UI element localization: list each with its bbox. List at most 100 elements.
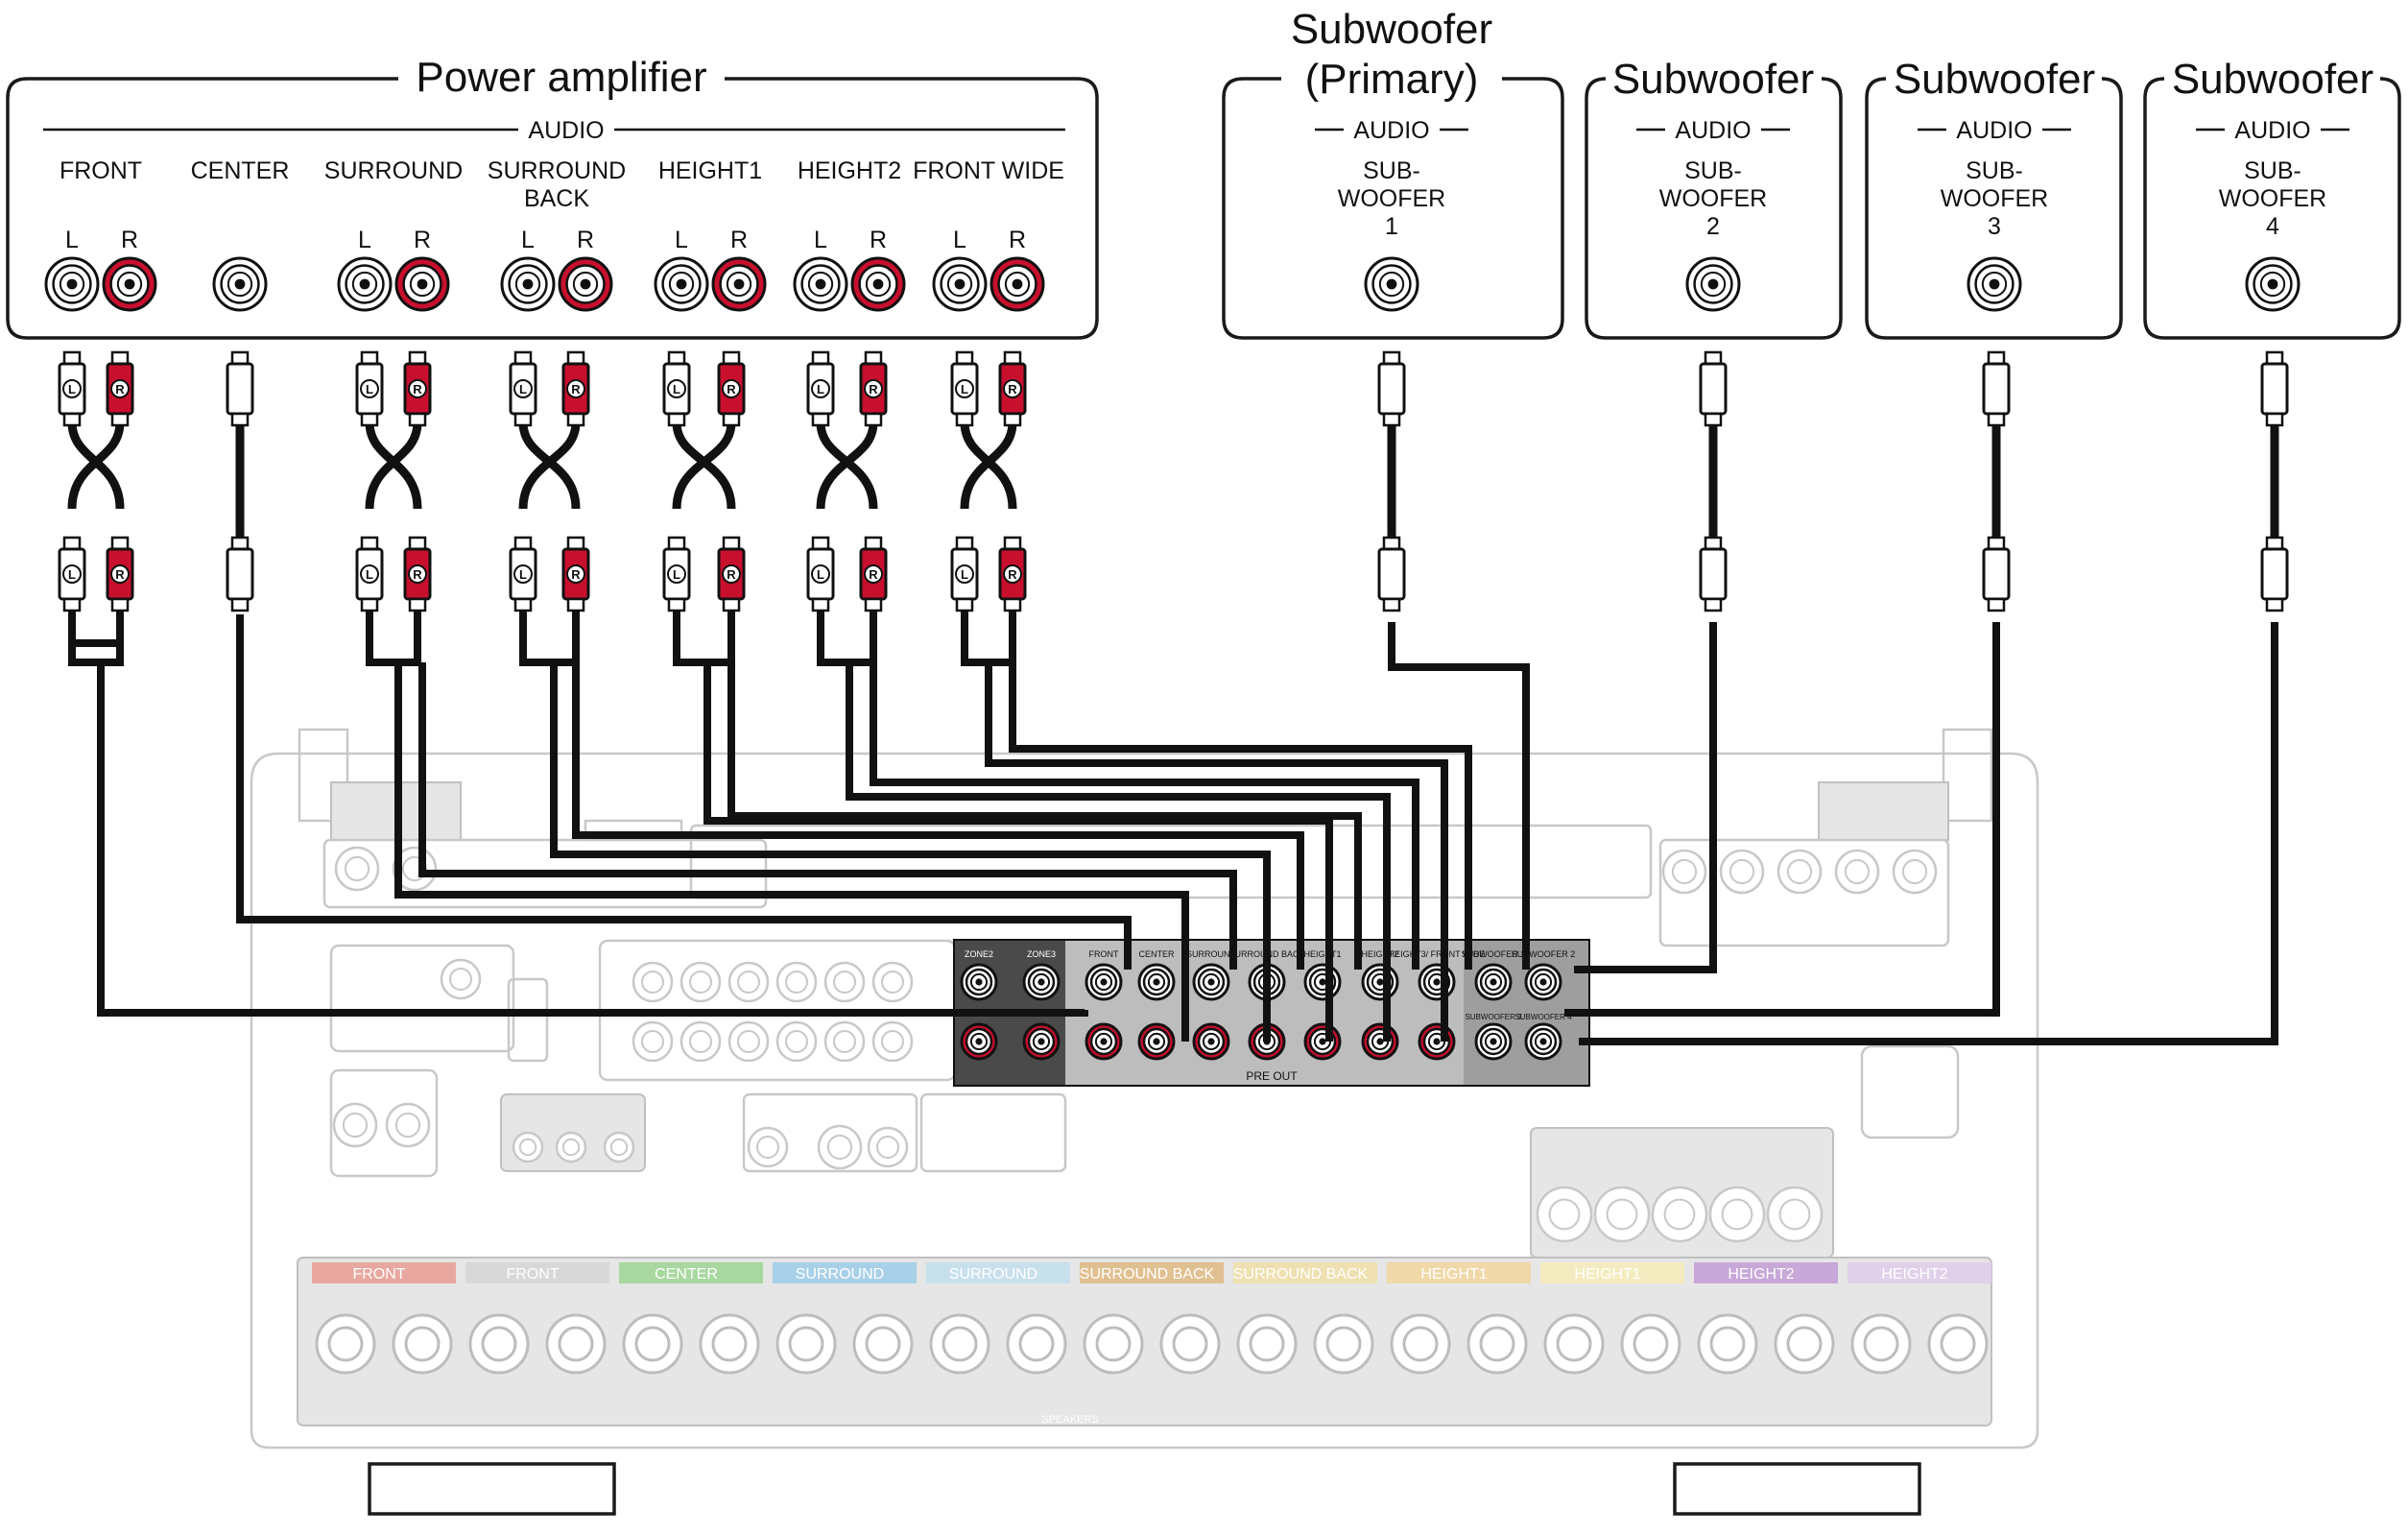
pre-out-jack-top[interactable]	[1192, 963, 1230, 1001]
rca-plug-right: R	[998, 536, 1027, 612]
amp-jack-left[interactable]	[793, 256, 848, 312]
pre-out-jack-bottom[interactable]	[1418, 1022, 1456, 1061]
speakers-label: SPEAKERS	[1041, 1414, 1098, 1426]
pre-out-jack-top[interactable]	[1085, 963, 1123, 1001]
amp-jack-right[interactable]	[850, 256, 906, 312]
pre-out-jack-top[interactable]	[1361, 963, 1399, 1001]
ghost-jack	[1776, 849, 1823, 895]
amp-jack-right[interactable]	[989, 256, 1045, 312]
left-label: L	[358, 227, 371, 253]
pre-out-jack-top[interactable]	[1418, 963, 1456, 1001]
amp-jack-left[interactable]	[337, 256, 393, 312]
ghost-jack	[1834, 849, 1880, 895]
subwoofer-title: Subwoofer	[1612, 56, 1814, 103]
amp-jack[interactable]	[212, 256, 268, 312]
right-label: R	[1009, 227, 1026, 253]
ghost-jacks	[332, 846, 1938, 1243]
pre-out-jack-top[interactable]	[960, 963, 998, 1001]
pre-out-jack-label: FRONT	[1089, 949, 1119, 959]
amp-jack-left[interactable]	[654, 256, 709, 312]
ghost-jack	[679, 1020, 722, 1063]
rca-plug-left	[1699, 536, 1728, 612]
ghost-jack	[1892, 849, 1938, 895]
plug-letter: R	[413, 567, 422, 582]
subwoofer-audio-label: AUDIO	[1675, 117, 1751, 144]
rca-plug-right: R	[106, 350, 134, 427]
pre-out-jack-bottom[interactable]	[1361, 1022, 1399, 1061]
speaker-terminal-group: SURROUND	[773, 1262, 917, 1375]
subwoofer-jack-label: WOOFER	[2219, 185, 2327, 212]
amp-jack-right[interactable]	[558, 256, 613, 312]
rca-plug-right: R	[106, 536, 134, 612]
amp-jack-left[interactable]	[500, 256, 556, 312]
subwoofer-jack[interactable]	[2245, 256, 2301, 312]
plug-letter: R	[869, 567, 878, 582]
pre-out-jack-label: HEIGHT3/ FRONT WIDE	[1389, 949, 1486, 959]
subwoofer-jack[interactable]	[1364, 256, 1419, 312]
pre-out-jack-bottom[interactable]	[960, 1022, 998, 1061]
ghost-jack	[555, 1131, 587, 1163]
pre-out-jack-top[interactable]	[1303, 963, 1342, 1001]
ghost-jack	[334, 846, 380, 892]
plug-letter: R	[1008, 567, 1017, 582]
channel-label: FRONT	[60, 157, 142, 184]
pre-out-subwoofer-jack[interactable]	[1474, 963, 1513, 1001]
speaker-terminal-label: FRONT	[506, 1266, 559, 1282]
subwoofer-jack-label: 3	[1988, 213, 2001, 240]
subwoofer-boxes: Subwoofer(Primary)AUDIOSUB-WOOFER1Subwoo…	[1222, 6, 2401, 340]
speaker-terminal-group: SURROUND BACK	[1233, 1262, 1377, 1375]
speaker-terminal-group: HEIGHT2	[1694, 1262, 1838, 1375]
center-cable	[226, 350, 254, 612]
amp-jack-right[interactable]	[394, 256, 450, 312]
subwoofer-jack-label: SUB-	[2244, 157, 2301, 184]
pre-out-jack-bottom[interactable]	[1192, 1022, 1230, 1061]
pre-out-jack-bottom[interactable]	[1303, 1022, 1342, 1061]
amp-jack-right[interactable]	[102, 256, 157, 312]
pre-out-jack-top[interactable]	[1137, 963, 1176, 1001]
ghost-jack	[632, 1020, 674, 1063]
subwoofer-jack-label: WOOFER	[1941, 185, 2049, 212]
ghost-jack	[1766, 1186, 1824, 1243]
rca-plug-left	[1377, 536, 1406, 612]
rca-plug-right: R	[717, 536, 746, 612]
speaker-terminal-label: SURROUND BACK	[1080, 1266, 1215, 1282]
amp-jack-right[interactable]	[711, 256, 767, 312]
rca-plug-left: L	[662, 350, 691, 427]
amp-jack-left[interactable]	[932, 256, 988, 312]
pre-out-subwoofer-jack[interactable]	[1474, 1022, 1513, 1061]
rca-plug-left: L	[509, 350, 537, 427]
subwoofer-jack[interactable]	[1685, 256, 1741, 312]
pre-out-subwoofer-jack[interactable]	[1524, 963, 1562, 1001]
plug-letter: R	[571, 382, 581, 396]
pre-out-jack-bottom[interactable]	[1137, 1022, 1176, 1061]
amp-jack-left[interactable]	[44, 256, 100, 312]
ghost-jack	[679, 961, 722, 1003]
pre-out-jack-bottom[interactable]	[1085, 1022, 1123, 1061]
rca-plug-right: R	[403, 350, 432, 427]
speaker-terminal-group: CENTER	[619, 1262, 763, 1375]
speaker-terminal-group: HEIGHT2	[1848, 1262, 1991, 1375]
pre-out-jack-bottom[interactable]	[1022, 1022, 1061, 1061]
right-label: R	[577, 227, 594, 253]
ghost-jack	[512, 1131, 544, 1163]
plug-letter: L	[519, 382, 527, 396]
rca-plug-left: L	[662, 536, 691, 612]
ghost-jack	[603, 1131, 635, 1163]
pre-out-subwoofer-jack[interactable]	[1524, 1022, 1562, 1061]
ghost-jack	[727, 961, 770, 1003]
plug-letter: L	[817, 382, 824, 396]
rca-plug-left	[1377, 350, 1406, 427]
left-label: L	[65, 227, 79, 253]
speaker-terminal-label: HEIGHT1	[1574, 1266, 1640, 1282]
pre-out-jack-top[interactable]	[1022, 963, 1061, 1001]
subwoofer-jack[interactable]	[1967, 256, 2022, 312]
